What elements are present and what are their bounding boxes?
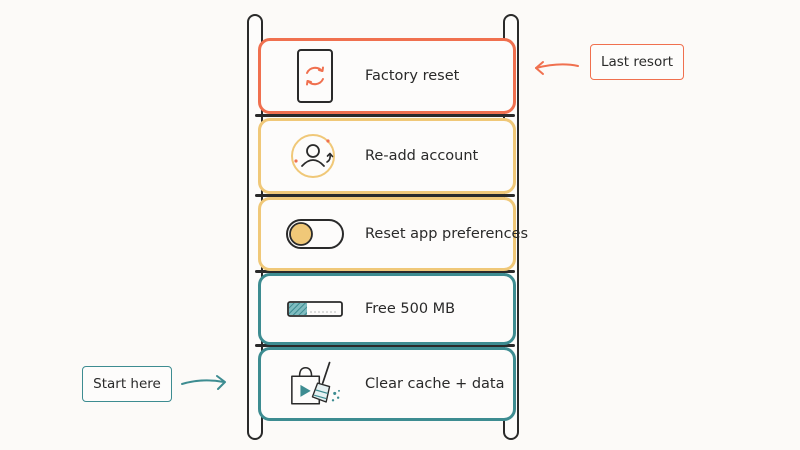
- callout-start-here: Start here: [82, 366, 172, 402]
- step-free-storage: Free 500 MB: [258, 273, 516, 345]
- step-clear-cache: Clear cache + data: [258, 347, 516, 421]
- phone-refresh-icon: [285, 48, 345, 104]
- step-label: Factory reset: [365, 68, 460, 84]
- toggle-icon: [285, 206, 345, 262]
- user-refresh-icon: [285, 128, 345, 184]
- callout-last-resort: Last resort: [590, 44, 684, 80]
- step-label: Re-add account: [365, 148, 479, 164]
- ladder-rung: [255, 344, 515, 347]
- ladder-rung: [255, 194, 515, 197]
- step-reset-app-preferences: Reset app preferences: [258, 197, 528, 271]
- step-label: Reset app preferences: [365, 226, 529, 242]
- step-label: Clear cache + data: [365, 376, 505, 392]
- callout-label: Start here: [93, 376, 161, 392]
- storage-bar-icon: [285, 281, 345, 337]
- step-factory-reset: Factory reset: [258, 38, 516, 114]
- step-label: Free 500 MB: [365, 301, 456, 317]
- callout-label: Last resort: [600, 54, 674, 70]
- arrow-right-icon: [181, 375, 226, 390]
- step-re-add-account: Re-add account: [258, 118, 516, 194]
- ladder-rung: [255, 114, 515, 117]
- app-broom-icon: [285, 356, 345, 412]
- ladder-rung: [255, 270, 515, 273]
- arrow-left-icon: [535, 61, 579, 75]
